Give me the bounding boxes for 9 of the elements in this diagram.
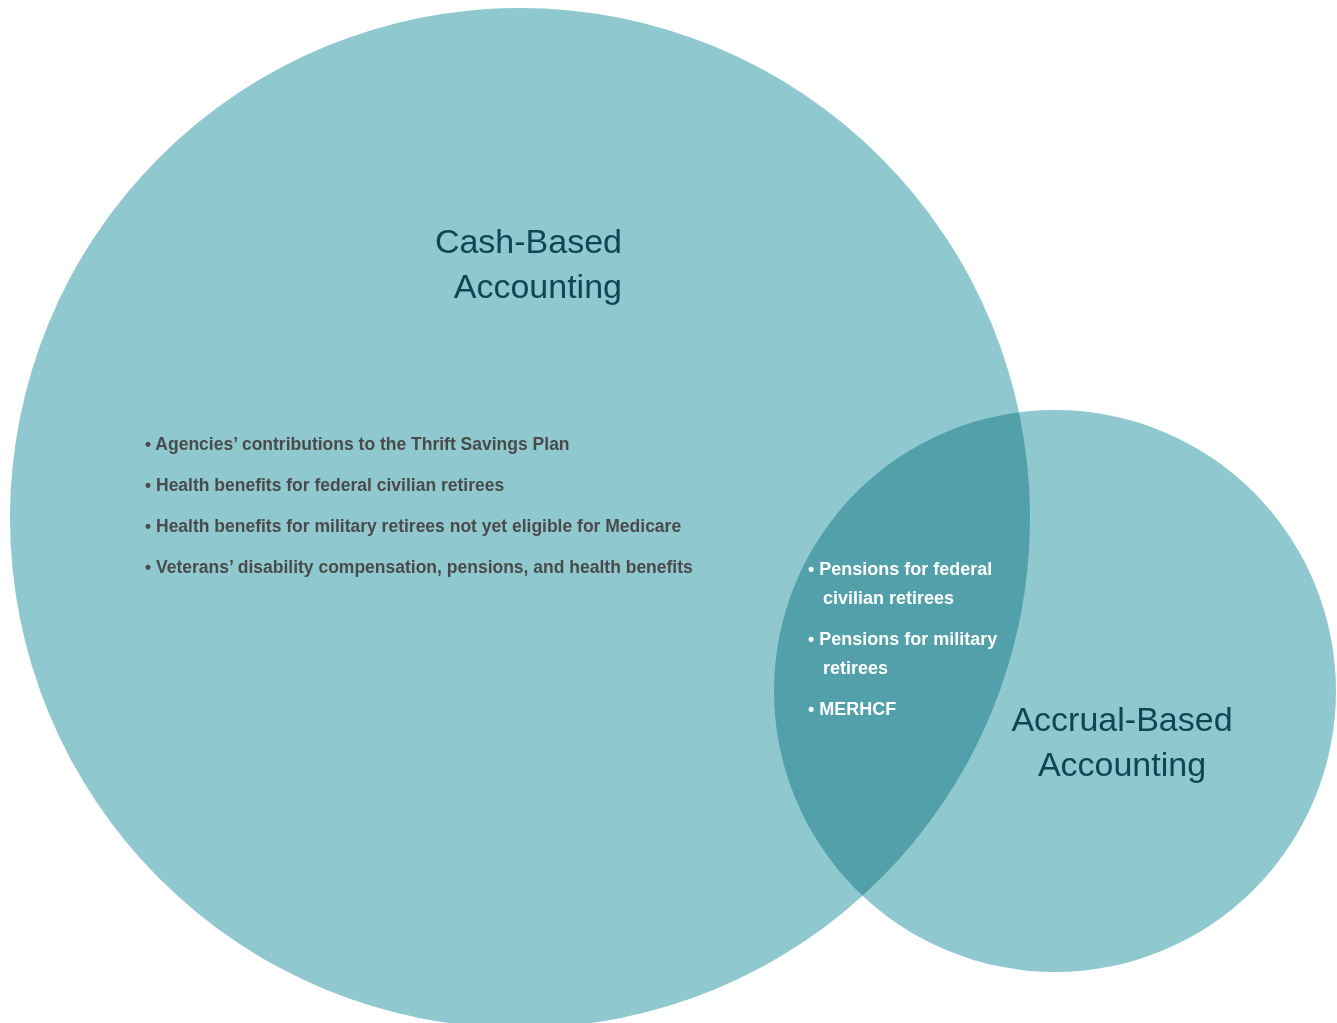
list-item: • Agencies’ contributions to the Thrift Savings Plan <box>145 433 571 455</box>
list-item: • Veterans’ disability compensation, pensions, and health benefits <box>145 556 694 578</box>
circle-title: Cash-Based Accounting <box>433 221 622 307</box>
list-item: • Pensions for military retirees <box>808 628 999 680</box>
list-item: • Health benefits for federal civilian retirees <box>145 474 506 496</box>
circle-title: Accrual-Based Accounting <box>1010 699 1234 785</box>
list-item: • Pensions for federal civilian retirees <box>808 558 994 610</box>
list-item: • Health benefits for military retirees not yet eligible for Medicare <box>145 515 683 537</box>
list-item: • MERHCF <box>808 698 898 721</box>
